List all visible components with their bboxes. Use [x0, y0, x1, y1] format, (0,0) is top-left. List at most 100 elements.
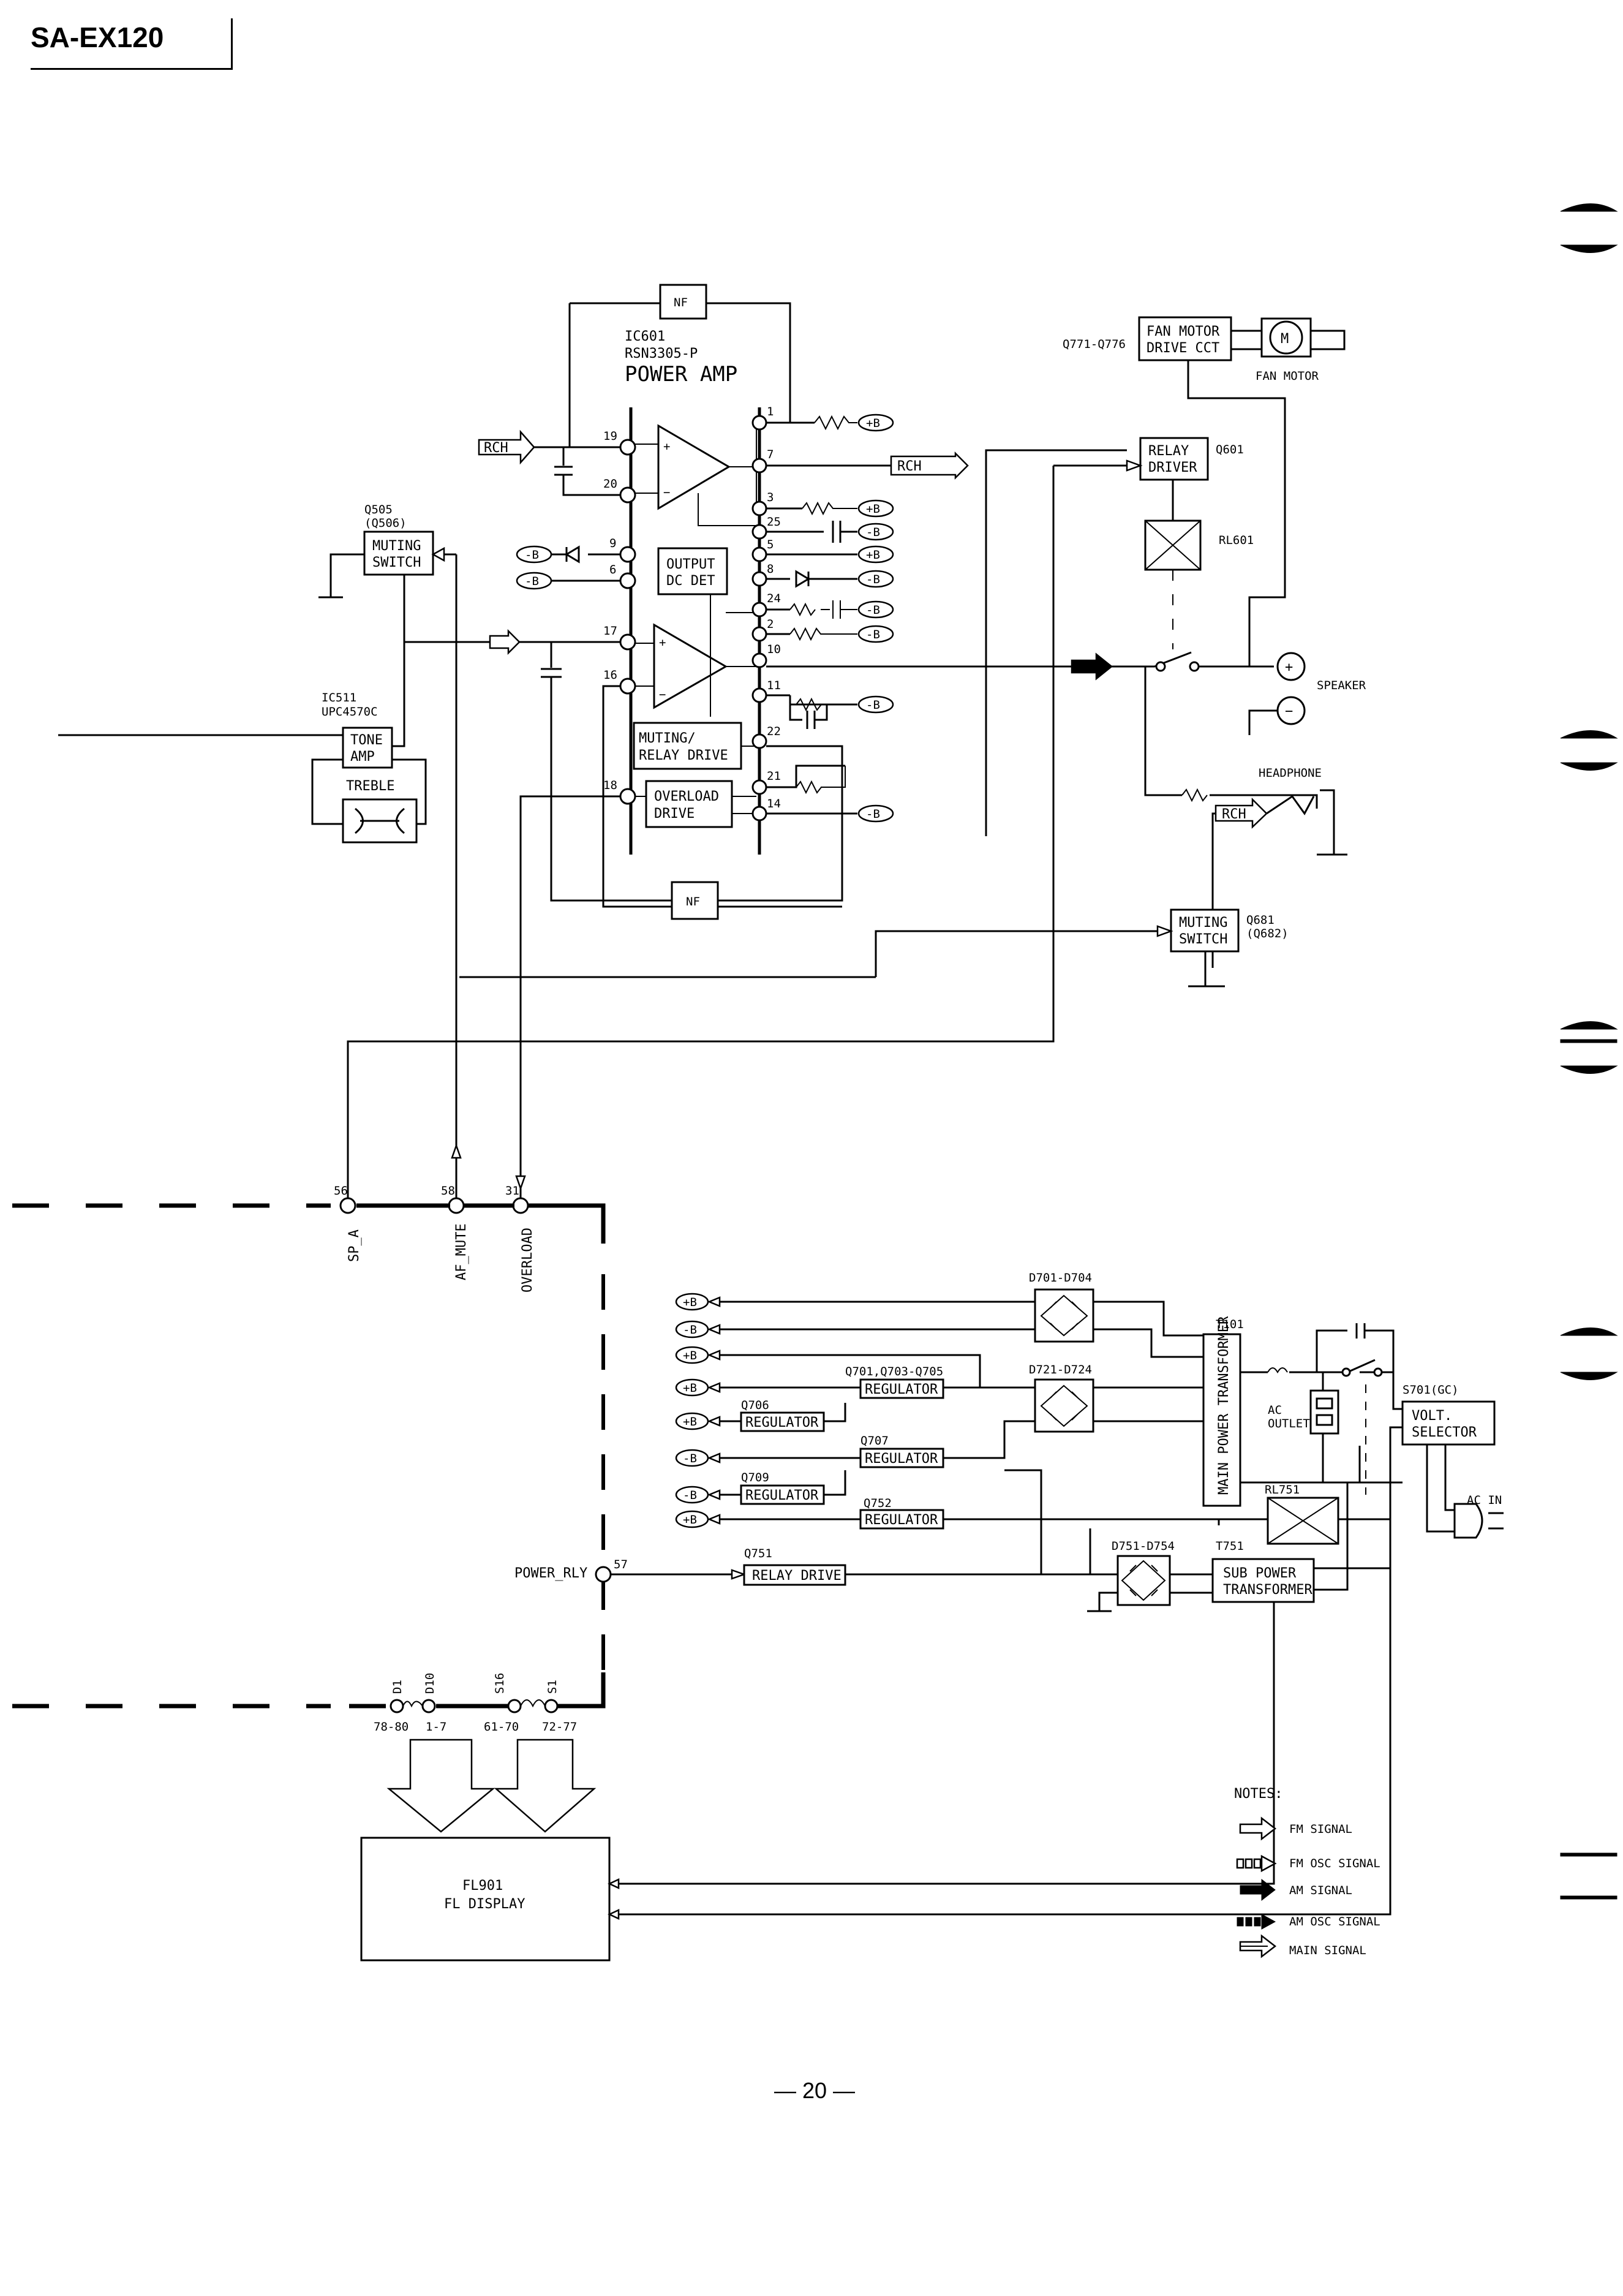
svg-text:FAN MOTOR: FAN MOTOR — [1256, 369, 1319, 383]
svg-text:HEADPHONE: HEADPHONE — [1259, 766, 1322, 780]
svg-text:-B: -B — [683, 1452, 697, 1465]
rch-out-label: RCH — [897, 459, 922, 474]
svg-text:REGULATOR: REGULATOR — [745, 1415, 819, 1430]
svg-text:72-77: 72-77 — [542, 1720, 577, 1734]
svg-text:+B: +B — [683, 1513, 697, 1527]
rch-in-label: RCH — [484, 440, 508, 456]
nf-top-box — [659, 284, 707, 320]
fm-osc-signal-icon — [1260, 1854, 1277, 1873]
svg-text:+B: +B — [866, 548, 880, 562]
svg-text:-B: -B — [866, 698, 880, 712]
svg-text:-B: -B — [866, 603, 880, 617]
power-amp-ic601: IC601 RSN3305-P POWER AMP NF + − + − OUT… — [404, 284, 969, 920]
sub-transformer-box — [1211, 1558, 1315, 1603]
svg-text:61-70: 61-70 — [484, 1720, 519, 1734]
svg-text:78-80: 78-80 — [374, 1720, 409, 1734]
svg-text:2: 2 — [767, 617, 774, 631]
binding-marks — [1560, 203, 1618, 1900]
svg-text:(Q506): (Q506) — [364, 516, 407, 530]
overload-label: OVERLOAD — [520, 1228, 535, 1293]
relay-driver-q601: RELAY DRIVER Q601 RL601 — [985, 437, 1254, 836]
bridge-d751-d754 — [1117, 1555, 1171, 1606]
svg-text:TREBLE: TREBLE — [346, 779, 394, 794]
svg-text:REGULATOR: REGULATOR — [865, 1451, 938, 1467]
svg-text:9: 9 — [609, 537, 616, 550]
svg-text:11: 11 — [767, 679, 781, 692]
fl-display-bus: D1 D10 S16 S1 78-80 1-7 61-70 72-77 — [12, 1672, 606, 1833]
ac-outlet-box — [1309, 1389, 1339, 1435]
svg-text:MUTING: MUTING — [1179, 915, 1227, 931]
svg-text:AMP: AMP — [350, 749, 375, 765]
power-supply: +B -B +B +B +B -B -B +B Q701,Q703-Q705 R… — [675, 1271, 1504, 1612]
svg-text:+B: +B — [866, 417, 880, 430]
svg-text:OVERLOAD: OVERLOAD — [654, 789, 719, 804]
svg-text:SWITCH: SWITCH — [1179, 932, 1227, 947]
svg-text:UPC4570C: UPC4570C — [322, 705, 378, 719]
svg-text:3: 3 — [767, 491, 774, 504]
muting-relay-drive-box — [633, 722, 742, 770]
svg-text:+B: +B — [683, 1296, 697, 1309]
header-block: SA-EX120 — [31, 18, 233, 70]
bridge-d721-d724 — [1034, 1378, 1094, 1433]
svg-text:D751-D754: D751-D754 — [1112, 1539, 1175, 1553]
fan-motor-drive: Q771-Q776 FAN MOTOR DRIVE CCT M FAN MOTO… — [1063, 316, 1346, 667]
nf-bottom-label: NF — [686, 895, 700, 908]
svg-text:TRANSFORMER: TRANSFORMER — [1223, 1582, 1312, 1598]
output-dc-det-box — [657, 547, 728, 595]
svg-text:14: 14 — [767, 797, 781, 810]
svg-text:Q771-Q776: Q771-Q776 — [1063, 338, 1126, 351]
svg-text:RELAY DRIVE: RELAY DRIVE — [752, 1568, 842, 1584]
nf-bottom-box — [671, 881, 719, 920]
svg-text:+: + — [1285, 660, 1293, 675]
svg-text:+B: +B — [866, 502, 880, 516]
tone-amp-box — [342, 727, 393, 769]
svg-text:REGULATOR: REGULATOR — [745, 1488, 819, 1503]
svg-text:MAIN SIGNAL: MAIN SIGNAL — [1289, 1944, 1366, 1957]
svg-text:Q681: Q681 — [1246, 913, 1275, 927]
fl-display-box — [360, 1837, 611, 1962]
svg-text:56: 56 — [334, 1184, 348, 1198]
svg-text:OUTLET: OUTLET — [1268, 1417, 1310, 1430]
bridge-d701-d704 — [1034, 1288, 1094, 1343]
svg-text:AC IN: AC IN — [1467, 1494, 1502, 1507]
svg-text:-B: -B — [683, 1489, 697, 1502]
svg-text:RELAY DRIVE: RELAY DRIVE — [639, 748, 728, 763]
svg-text:T101: T101 — [1216, 1318, 1244, 1331]
muting-switch-q681: MUTING SWITCH Q681 (Q682) — [459, 908, 1289, 988]
power-relay-connector: POWER_RLY 57 Q751 RELAY DRIVE — [514, 1547, 1216, 1586]
svg-text:+B: +B — [683, 1381, 697, 1395]
svg-text:DRIVER: DRIVER — [1148, 460, 1197, 475]
svg-text:DRIVE CCT: DRIVE CCT — [1147, 341, 1219, 356]
svg-text:-B: -B — [525, 575, 539, 588]
svg-text:20: 20 — [603, 477, 617, 491]
svg-text:RL751: RL751 — [1265, 1483, 1300, 1497]
svg-text:21: 21 — [767, 769, 781, 783]
speaker-output: + − SPEAKER — [766, 651, 1366, 809]
svg-text:25: 25 — [767, 515, 781, 529]
svg-text:FAN MOTOR: FAN MOTOR — [1147, 324, 1220, 339]
relay-driver-box — [1139, 437, 1209, 481]
svg-text:D721-D724: D721-D724 — [1029, 1363, 1092, 1376]
ic601-part: RSN3305-P — [625, 346, 698, 361]
svg-text:+: + — [663, 440, 670, 453]
nf-top-label: NF — [674, 296, 688, 309]
svg-text:8: 8 — [767, 562, 774, 576]
svg-text:7: 7 — [767, 448, 774, 461]
svg-text:31: 31 — [505, 1184, 519, 1198]
svg-text:SWITCH: SWITCH — [372, 555, 421, 570]
muting-switch-q505: Q505 (Q506) MUTING SWITCH — [318, 503, 456, 642]
svg-text:IC511: IC511 — [322, 691, 356, 704]
svg-text:17: 17 — [603, 624, 617, 638]
svg-text:DC DET: DC DET — [666, 573, 715, 589]
svg-text:Q505: Q505 — [364, 503, 393, 516]
svg-text:Q709: Q709 — [741, 1471, 769, 1484]
svg-text:-B: -B — [866, 807, 880, 821]
right-pins: 1 7 3 25 5 8 24 2 10 11 22 21 14 — [751, 405, 781, 821]
svg-text:-B: -B — [866, 526, 880, 539]
svg-text:10: 10 — [767, 643, 781, 656]
svg-text:REGULATOR: REGULATOR — [865, 1382, 938, 1397]
fm-signal-icon — [1239, 1816, 1277, 1841]
svg-text:+: + — [659, 636, 666, 649]
regulator-q709-box — [740, 1484, 825, 1505]
tone-amp-ic511: IC511 UPC4570C TONE AMP TREBLE — [58, 642, 427, 844]
